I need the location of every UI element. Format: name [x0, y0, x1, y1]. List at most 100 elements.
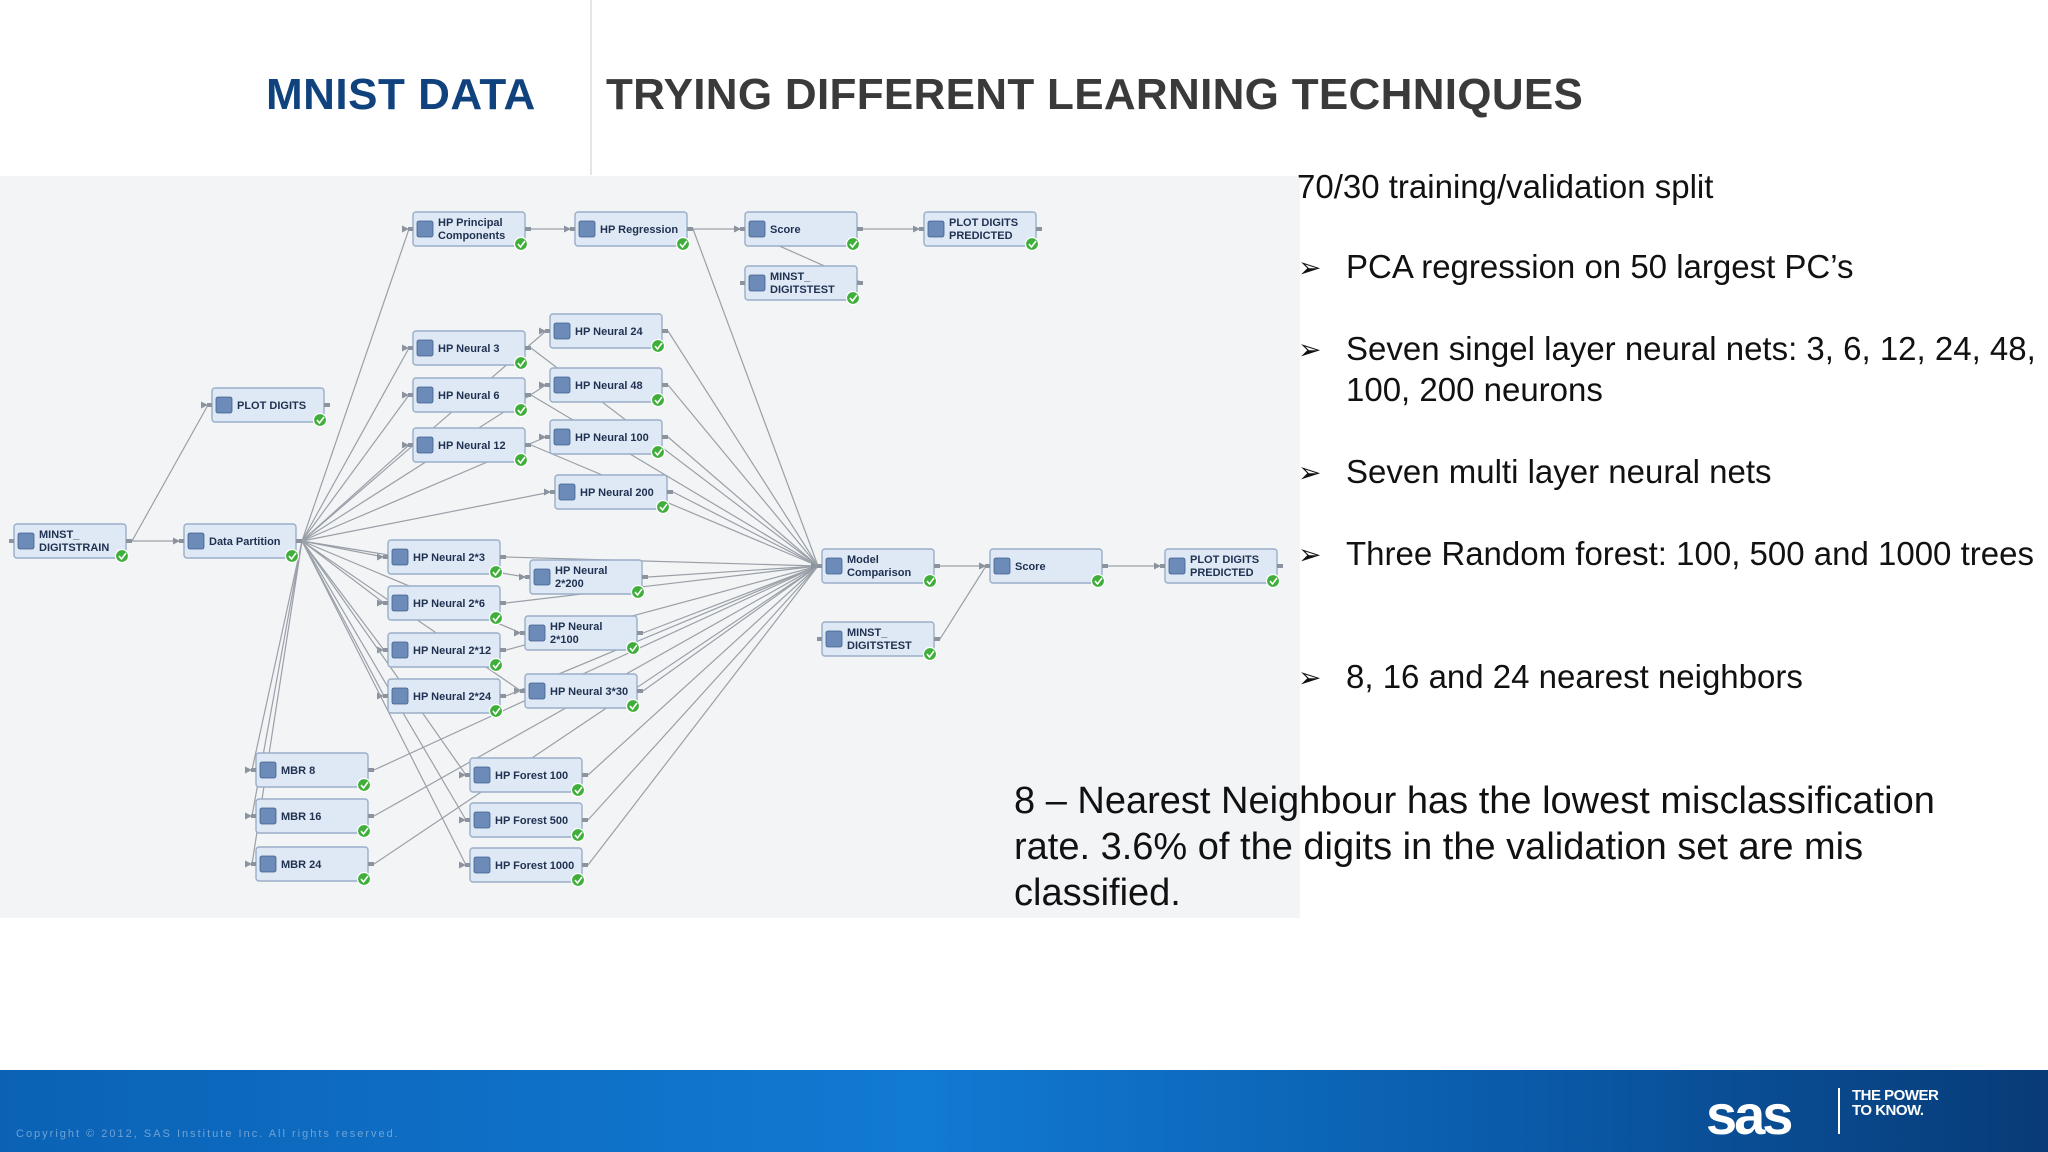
flow-node-m224[interactable]: HP Neural 2*24 — [383, 678, 506, 719]
flow-node-n3[interactable]: HP Neural 3 — [408, 330, 531, 371]
bullet-text: Seven multi layer neural nets — [1346, 453, 1772, 490]
connector-m2200-mc — [647, 565, 819, 578]
flow-node-m212[interactable]: HP Neural 2*12 — [383, 632, 506, 673]
flow-node-score1[interactable]: Score — [740, 211, 863, 252]
flow-node-f1000[interactable]: HP Forest 1000 — [465, 847, 588, 888]
output-port — [368, 768, 374, 772]
flow-node-f500[interactable]: HP Forest 500 — [465, 802, 588, 843]
neural-icon — [533, 568, 551, 586]
output-port — [368, 862, 374, 866]
success-check-icon — [655, 499, 671, 515]
success-check-icon — [488, 657, 504, 673]
check-mark — [316, 416, 325, 425]
check-mark — [679, 240, 688, 249]
flow-node-test2[interactable]: MINST_DIGITSTEST — [817, 621, 940, 662]
forest-icon — [473, 856, 491, 874]
input-port — [408, 443, 413, 447]
flow-node-train[interactable]: MINST_DIGITSTRAIN — [9, 523, 132, 564]
arrow-bullet-icon: ➢ — [1298, 662, 1322, 693]
flow-node-mbr24[interactable]: MBR 24 — [251, 846, 374, 887]
input-port — [740, 227, 745, 231]
input-port — [465, 773, 470, 777]
flow-node-reg[interactable]: HP Regression — [570, 211, 693, 252]
input-port — [207, 403, 212, 407]
node-label: HP Regression — [600, 224, 678, 236]
connector-arrowhead — [377, 553, 384, 561]
success-check-icon — [1024, 236, 1040, 252]
check-mark — [654, 396, 663, 405]
mbr-icon — [259, 807, 277, 825]
flow-node-part[interactable]: Data Partition — [179, 523, 302, 564]
success-check-icon — [513, 236, 529, 252]
check-mark — [360, 827, 369, 836]
connector-arrowhead — [539, 433, 546, 441]
logo-divider — [1838, 1088, 1840, 1134]
input-port — [545, 383, 550, 387]
flow-node-n100[interactable]: HP Neural 100 — [545, 419, 668, 460]
node-label: HP Forest 100 — [495, 770, 568, 782]
input-port — [465, 818, 470, 822]
input-port — [817, 637, 822, 641]
sas-logo: sas THE POWER TO KNOW. — [1706, 1082, 1946, 1146]
output-port — [934, 637, 940, 641]
connector-n24-mc — [667, 330, 819, 567]
success-check-icon — [513, 402, 529, 418]
check-mark — [517, 406, 526, 415]
flow-node-n200[interactable]: HP Neural 200 — [550, 474, 673, 515]
input-port — [817, 564, 822, 568]
flow-node-n12[interactable]: HP Neural 12 — [408, 427, 531, 468]
output-port — [637, 689, 643, 693]
input-port — [383, 648, 388, 652]
connector-f1000-mc — [587, 565, 819, 866]
success-check-icon — [114, 548, 130, 564]
input-port — [545, 329, 550, 333]
flow-node-n48[interactable]: HP Neural 48 — [545, 367, 668, 408]
success-check-icon — [284, 548, 300, 564]
input-port — [985, 564, 990, 568]
output-port — [126, 539, 132, 543]
connector-m330-mc — [642, 565, 819, 692]
flow-node-m26[interactable]: HP Neural 2*6 — [383, 585, 506, 626]
flow-node-mbr8[interactable]: MBR 8 — [251, 752, 374, 793]
neural-icon — [528, 624, 546, 642]
arrow-bullet-icon: ➢ — [1298, 334, 1322, 365]
data-table-icon — [748, 274, 766, 292]
connector-arrowhead — [811, 562, 818, 570]
arrow-bullet-icon: ➢ — [1298, 252, 1322, 283]
flow-node-test1[interactable]: MINST_DIGITSTEST — [740, 265, 863, 306]
check-mark — [517, 456, 526, 465]
node-label: MINST_ — [847, 627, 888, 639]
flow-node-f100[interactable]: HP Forest 100 — [465, 757, 588, 798]
output-port — [1036, 227, 1042, 231]
connector-arrowhead — [173, 537, 180, 545]
connector-n200-mc — [672, 491, 819, 567]
check-mark — [654, 342, 663, 351]
flow-node-m23[interactable]: HP Neural 2*3 — [383, 539, 506, 580]
flow-node-n24[interactable]: HP Neural 24 — [545, 313, 668, 354]
node-label-line2: Comparison — [847, 567, 911, 579]
node-label: HP Neural 48 — [575, 380, 643, 392]
check-mark — [659, 503, 668, 512]
connector-arrowhead — [245, 766, 252, 774]
node-label-line2: DIGITSTRAIN — [39, 542, 109, 554]
success-check-icon — [845, 290, 861, 306]
flow-node-mbr16[interactable]: MBR 16 — [251, 798, 374, 839]
flow-node-m330[interactable]: HP Neural 3*30 — [520, 673, 643, 714]
flow-node-n6[interactable]: HP Neural 6 — [408, 377, 531, 418]
flow-node-score2[interactable]: Score — [985, 548, 1108, 589]
success-check-icon — [513, 452, 529, 468]
node-label: HP Neural 2*3 — [413, 552, 485, 564]
connector-part-n3 — [301, 347, 410, 542]
input-port — [408, 346, 413, 350]
flow-node-plotd[interactable]: PLOT DIGITS — [207, 387, 330, 428]
neural-icon — [391, 687, 409, 705]
report-icon — [927, 220, 945, 238]
connector-part-m26 — [301, 540, 385, 604]
connector-arrowhead — [377, 646, 384, 654]
